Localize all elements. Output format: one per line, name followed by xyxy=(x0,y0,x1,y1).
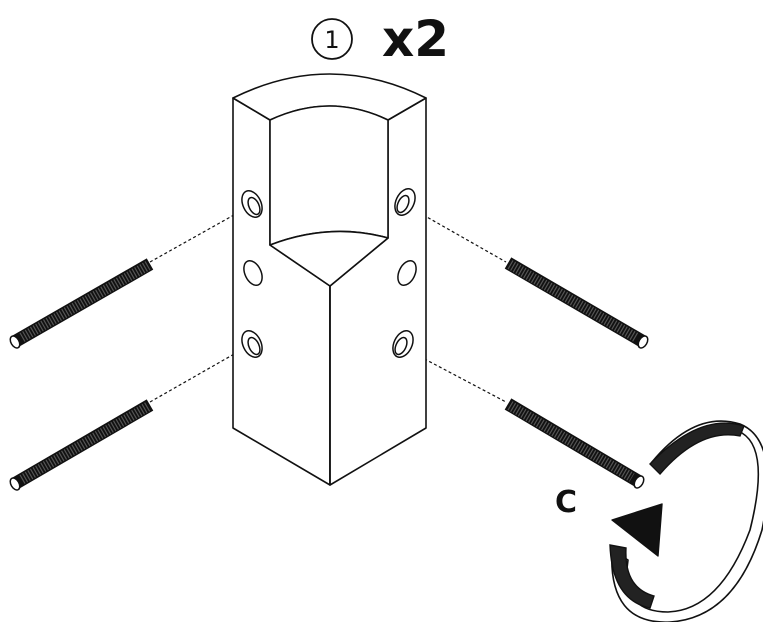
step-quantity: x2 xyxy=(382,10,449,68)
rotation-band-dark xyxy=(609,544,655,609)
hole-right-middle xyxy=(397,259,417,287)
rotation-arrow-head xyxy=(611,503,663,557)
step-number: 1 xyxy=(324,26,339,54)
threaded-rod-lower-left xyxy=(9,399,154,491)
hole-left-middle xyxy=(243,259,263,287)
leader-line-lower-right xyxy=(399,345,507,403)
rotation-label: C xyxy=(555,485,577,520)
clockwise-rotation-arrow-icon xyxy=(609,420,763,622)
threaded-rod-upper-right xyxy=(504,257,649,349)
rotation-indicator: C xyxy=(555,420,763,622)
threaded-rod-upper-left xyxy=(9,258,154,349)
step-number-circle xyxy=(311,18,353,60)
step-header: 1 x2 xyxy=(311,10,449,68)
bracket-block xyxy=(232,73,427,486)
block-inner-floor xyxy=(269,230,389,287)
block-inner-cavity xyxy=(269,105,389,246)
threaded-rod-lower-right xyxy=(504,398,645,489)
